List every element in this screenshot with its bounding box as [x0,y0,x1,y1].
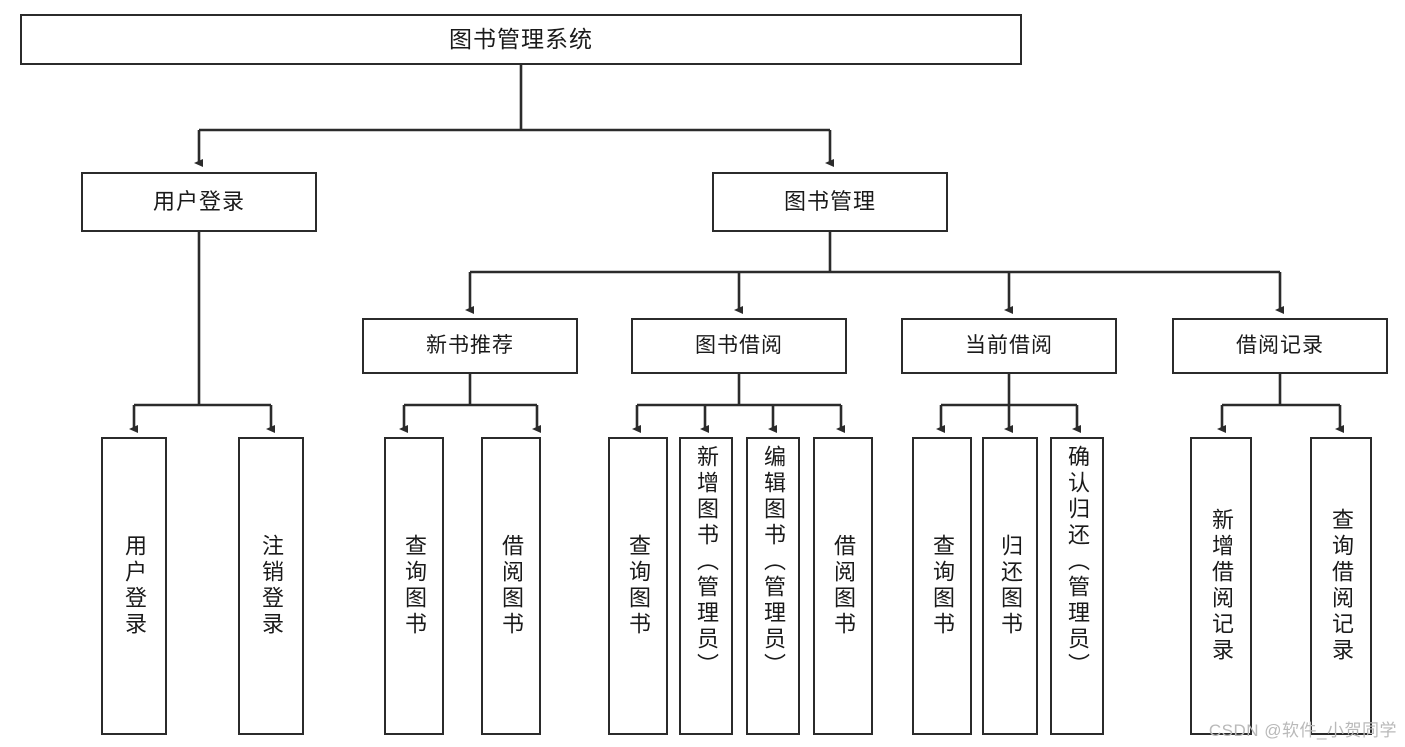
node-leaf-borrow-book-2[interactable]: 借阅图书 [813,437,873,735]
node-leaf-edit-book-label: 编辑图书（管理员） [761,445,786,679]
node-leaf-confirm-return-label: 确认归还（管理员） [1065,445,1090,679]
node-leaf-borrow-book-2-label: 借阅图书 [831,534,856,638]
node-leaf-query-book-2-label: 查询图书 [626,534,651,638]
node-leaf-add-record[interactable]: 新增借阅记录 [1190,437,1252,735]
node-book-management-label: 图书管理 [783,189,876,215]
node-book-management[interactable]: 图书管理 [712,172,948,232]
node-leaf-return-book[interactable]: 归还图书 [982,437,1038,735]
node-leaf-query-book-1[interactable]: 查询图书 [384,437,444,735]
node-leaf-query-book-3[interactable]: 查询图书 [912,437,972,735]
node-leaf-user-login-label: 用户登录 [122,534,147,638]
node-leaf-user-login[interactable]: 用户登录 [101,437,167,735]
node-book-borrow[interactable]: 图书借阅 [631,318,847,374]
node-user-login[interactable]: 用户登录 [81,172,317,232]
node-borrow-record-label: 借阅记录 [1236,333,1324,357]
node-leaf-query-book-1-label: 查询图书 [402,534,427,638]
node-book-borrow-label: 图书借阅 [695,333,783,357]
node-leaf-add-book[interactable]: 新增图书（管理员） [679,437,733,735]
node-leaf-add-record-label: 新增借阅记录 [1209,508,1234,664]
node-leaf-logout[interactable]: 注销登录 [238,437,304,735]
node-leaf-confirm-return[interactable]: 确认归还（管理员） [1050,437,1104,735]
node-leaf-return-book-label: 归还图书 [998,534,1023,638]
node-user-login-label: 用户登录 [152,189,245,215]
node-leaf-borrow-book-1[interactable]: 借阅图书 [481,437,541,735]
node-borrow-record[interactable]: 借阅记录 [1172,318,1388,374]
node-leaf-borrow-book-1-label: 借阅图书 [499,534,524,638]
watermark-text: CSDN @软件_小贺同学 [1208,721,1397,740]
node-new-book-recommend[interactable]: 新书推荐 [362,318,578,374]
node-current-borrow-label: 当前借阅 [965,333,1053,357]
node-new-book-recommend-label: 新书推荐 [426,333,514,357]
node-leaf-query-record[interactable]: 查询借阅记录 [1310,437,1372,735]
node-leaf-query-book-3-label: 查询图书 [930,534,955,638]
node-leaf-query-record-label: 查询借阅记录 [1329,508,1354,664]
node-root[interactable]: 图书管理系统 [20,14,1022,65]
node-leaf-query-book-2[interactable]: 查询图书 [608,437,668,735]
node-current-borrow[interactable]: 当前借阅 [901,318,1117,374]
node-leaf-logout-label: 注销登录 [259,534,284,638]
node-leaf-add-book-label: 新增图书（管理员） [694,445,719,679]
node-leaf-edit-book[interactable]: 编辑图书（管理员） [746,437,800,735]
node-root-label: 图书管理系统 [449,25,593,52]
